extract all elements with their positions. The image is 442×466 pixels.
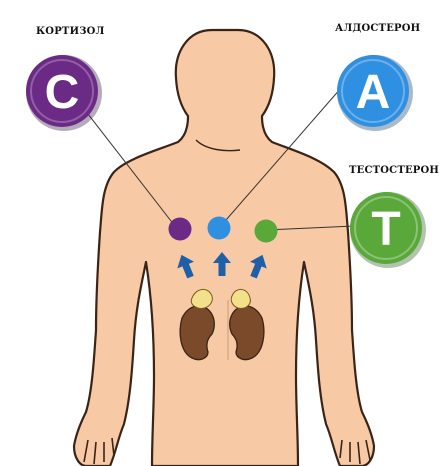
aldosterone-badge-letter: A <box>356 66 391 119</box>
cortisol-badge: C <box>26 55 102 131</box>
aldosterone-label: АЛДОСТЕРОН <box>335 23 420 34</box>
testosterone-badge-letter: T <box>371 203 400 256</box>
cortisol-dot <box>169 218 192 241</box>
cortisol-label: КОРТИЗОЛ <box>36 26 105 37</box>
aldosterone-dot <box>208 217 231 240</box>
testosterone-badge: T <box>350 192 426 268</box>
testosterone-dot <box>255 220 278 243</box>
right-adrenal-icon <box>231 289 250 308</box>
aldosterone-badge: A <box>337 55 413 131</box>
testosterone-label: ТЕСТОСТЕРОН <box>349 165 439 176</box>
cortisol-badge-letter: C <box>45 66 80 119</box>
body-silhouette <box>74 30 374 466</box>
